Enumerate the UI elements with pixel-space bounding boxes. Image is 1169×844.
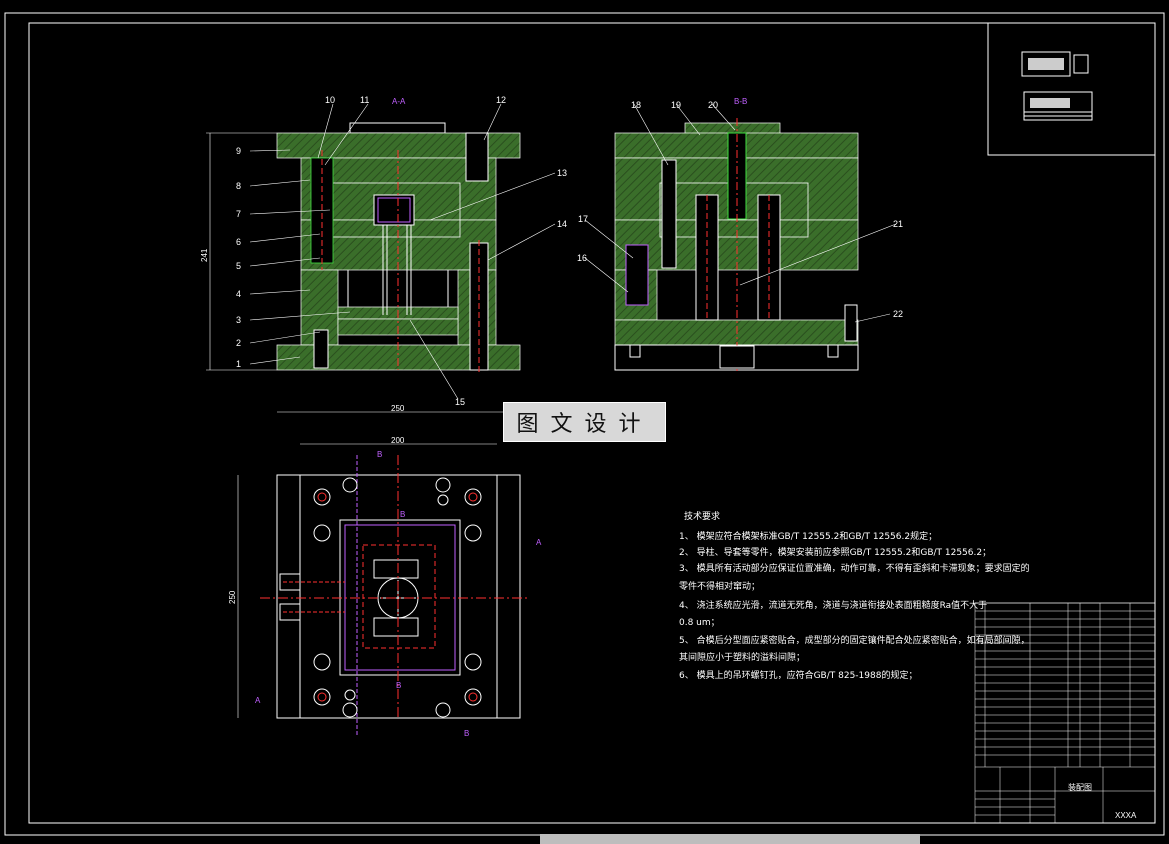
part-number: 18 xyxy=(631,100,641,110)
part-number: 8 xyxy=(236,181,241,191)
section-b-b-label: B-B xyxy=(734,97,747,106)
leader-lines xyxy=(249,103,897,400)
part-number: 14 xyxy=(557,219,567,229)
part-number: 5 xyxy=(236,261,241,271)
view-marker-b: B xyxy=(464,729,469,738)
part-number: 13 xyxy=(557,168,567,178)
horizontal-scrollbar[interactable] xyxy=(540,834,920,844)
part-number: 16 xyxy=(577,253,587,263)
drawing-sheet: XXXA xyxy=(1115,811,1137,820)
part-number: 7 xyxy=(236,209,241,219)
dim-height-plan: 250 xyxy=(228,590,237,604)
tech-line: 2、 导柱、导套等零件，模架安装前应参照GB/T 12555.2和GB/T 12… xyxy=(679,546,991,558)
tech-line: 3、 模具所有活动部分应保证位置准确，动作可靠，不得有歪斜和卡滞现象；要求固定的 xyxy=(679,562,1030,574)
view-marker-a: A xyxy=(255,696,261,705)
part-number: 2 xyxy=(236,338,241,348)
part-number: 17 xyxy=(578,214,588,224)
tech-line: 6、 模具上的吊环螺钉孔，应符合GB/T 825-1988的规定； xyxy=(679,669,917,681)
dim-width-outer: 250 xyxy=(391,404,405,413)
part-number: 21 xyxy=(893,219,903,229)
watermark: 图文设计 xyxy=(503,402,666,442)
part-number: 3 xyxy=(236,315,241,325)
drawing-name: 装配图 xyxy=(1068,782,1092,792)
view-marker-b: B xyxy=(396,681,401,690)
view-marker-b: B xyxy=(377,450,382,459)
tech-line: 0.8 um； xyxy=(679,618,720,628)
product-thumbnail xyxy=(987,22,1156,156)
part-number: 4 xyxy=(236,289,241,299)
tech-line: 其间隙应小于塑料的溢料间隙； xyxy=(679,651,805,663)
section-b-b: B-B xyxy=(614,97,859,372)
part-number: 12 xyxy=(496,95,506,105)
section-a-a: A-A 241 xyxy=(200,97,521,372)
title-block xyxy=(974,602,1156,824)
dim-height: 241 xyxy=(200,248,209,262)
part-number: 9 xyxy=(236,146,241,156)
view-marker-a: A xyxy=(536,538,542,547)
tech-heading: 技术要求 xyxy=(684,510,720,522)
technical-requirements: 技术要求 1、 模架应符合模架标准GB/T 12555.2和GB/T 12556… xyxy=(679,510,1030,681)
part-number: 11 xyxy=(360,95,369,105)
view-marker-b: B xyxy=(400,510,405,519)
part-number: 10 xyxy=(325,95,335,105)
tech-line: 4、 浇注系统应光滑，流道无死角，浇道与浇道衔接处表面粗糙度Ra值不大于 xyxy=(679,599,987,611)
part-number: 6 xyxy=(236,237,241,247)
plan-view: 250 200 250 xyxy=(228,404,542,738)
part-numbers: 1 2 3 4 5 6 7 8 9 10 11 12 13 14 15 16 1… xyxy=(236,95,903,407)
section-a-a-label: A-A xyxy=(392,97,406,106)
part-number: 15 xyxy=(455,397,465,407)
part-number: 19 xyxy=(671,100,681,110)
tech-line: 5、 合模后分型面应紧密贴合，成型部分的固定镶件配合处应紧密贴合，如有局部间隙， xyxy=(679,634,1030,646)
tech-line: 零件不得相对窜动； xyxy=(679,580,760,592)
part-number: 1 xyxy=(236,359,241,369)
part-number: 22 xyxy=(893,309,903,319)
tech-line: 1、 模架应符合模架标准GB/T 12555.2和GB/T 12556.2规定； xyxy=(679,530,937,542)
dim-width-inner: 200 xyxy=(391,436,405,445)
inner-frame xyxy=(28,22,1156,824)
part-number: 20 xyxy=(708,100,718,110)
